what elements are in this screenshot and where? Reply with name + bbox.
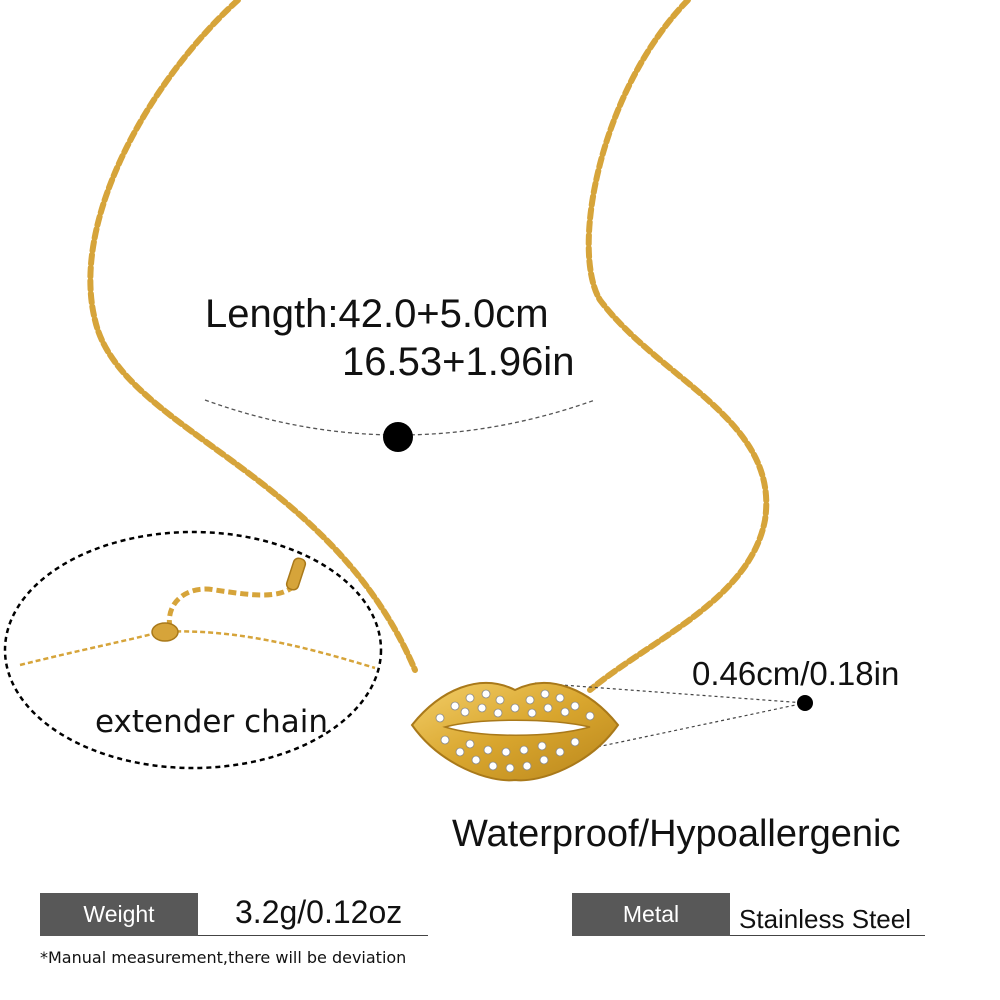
length-measurement-cm: Length:42.0+5.0cm [205,292,549,336]
weight-label: Weight [40,893,198,936]
extender-fine-chain [19,630,376,670]
necklace-chain-right [585,0,770,693]
length-measurement-in: 16.53+1.96in [342,340,575,384]
metal-value: Stainless Steel [739,904,911,934]
pendant-size-measurement: 0.46cm/0.18in [692,655,900,692]
extender-inset-frame [3,530,383,770]
weight-value: 3.2g/0.12oz [235,894,403,930]
extender-chain-links [166,583,297,629]
weight-underline [198,935,428,936]
pendant-size-dot [797,695,813,711]
metal-label: Metal [572,893,730,936]
extender-end-tag [285,557,307,591]
length-marker-dot [383,422,413,452]
measurement-footnote: *Manual measurement,there will be deviat… [40,948,407,967]
lips-pendant [410,681,620,782]
necklace-chain-left [87,0,418,673]
metal-underline [730,935,925,936]
extender-chain-label: extender chain [95,704,329,740]
lobster-clasp [151,622,179,642]
features-text: Waterproof/Hypoallergenic [452,813,901,855]
